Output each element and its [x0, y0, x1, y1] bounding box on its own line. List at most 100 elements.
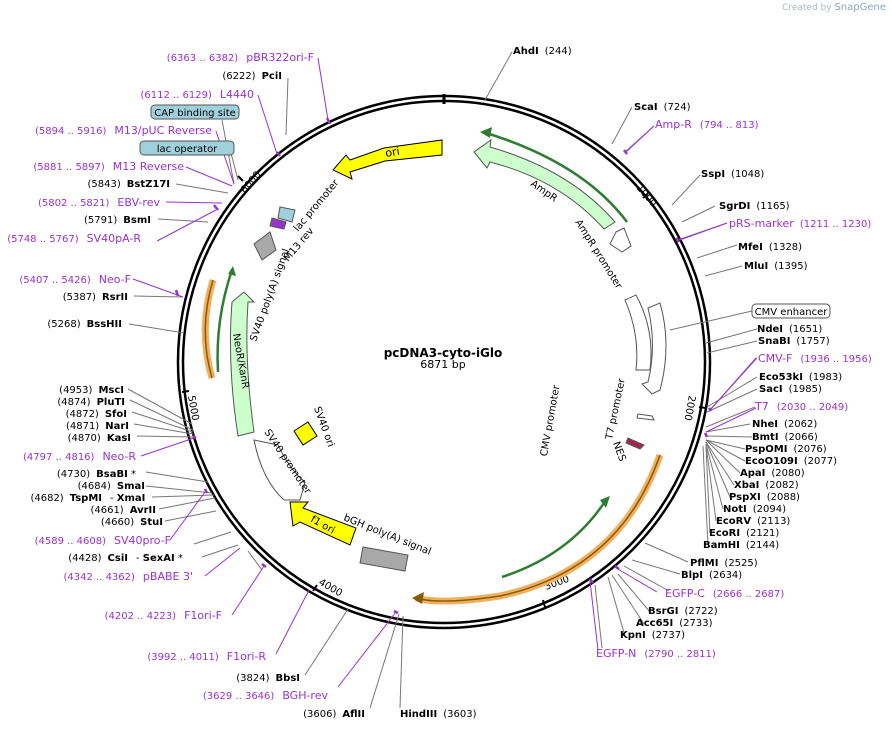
- primer-egfp-n: EGFP-N(2790 .. 2811): [596, 647, 716, 660]
- primer-f1ori-f: (4202 .. 4223)F1ori-F: [105, 609, 222, 622]
- tick-2000: 2000: [682, 394, 707, 421]
- boxed-label: CMV enhancer: [755, 307, 829, 318]
- enzyme-nhei: NheI(2062): [752, 419, 817, 430]
- enzyme-hindiii: HindIII(3603): [400, 709, 477, 720]
- enzyme-aflii: (3606)AflII: [303, 709, 365, 720]
- enzyme-apai: ApaI(2080): [740, 468, 805, 479]
- enzyme-tspmi: (4682)TspMI: [30, 493, 102, 504]
- enzyme-bamhi: BamHI(2144): [703, 540, 779, 551]
- tick-5000: 5000: [181, 390, 200, 422]
- enzyme-noti: NotI(2094): [723, 504, 786, 515]
- tick-label: 1000: [634, 183, 659, 209]
- enzyme-msci: (4953)MscI: [59, 385, 124, 396]
- enzyme-kpni: KpnI(2737): [620, 630, 685, 641]
- primer-sv40pro-f: (4589 .. 4608)SV40pro-F: [35, 534, 171, 547]
- primer-bgh-rev: (3629 .. 3646)BGH-rev: [203, 689, 329, 702]
- enzyme-pspxi: PspXI(2088): [729, 492, 800, 503]
- credit-prefix: Created by: [782, 3, 832, 13]
- primer-ebv-rev: (5802 .. 5821)EBV-rev: [38, 196, 160, 209]
- primer-l4440: (6112 .. 6129)L4440: [140, 88, 254, 101]
- primer-marks: [174, 117, 713, 615]
- primer-egfp-c: EGFP-C(2666 .. 2687): [665, 587, 784, 600]
- enzyme-ecoo109i: EcoO109I(2077): [745, 456, 837, 467]
- boxed-cap-binding-site: CAP binding site: [150, 104, 240, 120]
- boxed-cmv-enhancer: CMV enhancer: [751, 303, 831, 319]
- enzyme-avrii: (4661)AvrII: [90, 505, 156, 516]
- primer-amp-r: Amp-R(794 .. 813): [655, 118, 759, 131]
- feature-ampr-promoter: AmpR promoter: [572, 218, 632, 292]
- primer-m13-puc-reverse: (5894 .. 5916)M13/pUC Reverse: [35, 124, 212, 137]
- tick-label: 6000: [239, 169, 264, 196]
- enzyme-sgrdi: SgrDI(1165): [719, 201, 790, 212]
- enzyme-xbai: XbaI(2082): [734, 480, 799, 491]
- enzyme-snabi: SnaBI(1757): [758, 336, 830, 347]
- enzyme-sspi: SspI(1048): [701, 169, 764, 180]
- feature-neo-track: [201, 266, 236, 379]
- tick-label: 5000: [185, 395, 200, 422]
- primer-neo-r: (4797 .. 4816)Neo-R: [23, 450, 136, 463]
- primer-m13-reverse: (5881 .. 5897)M13 Reverse: [33, 160, 184, 173]
- primer-leaders: [132, 57, 757, 688]
- tick-label: 2000: [682, 394, 697, 421]
- primer-f1ori-r: (3992 .. 4011)F1ori-R: [147, 650, 266, 663]
- snapgene-logo: SnapGene: [834, 2, 886, 13]
- enzyme-pspomi: PspOMI(2076): [745, 444, 827, 455]
- enzyme-labels-left: (4428)CsiI - SexAI * (4660)StuI (4661)Av…: [30, 71, 282, 564]
- feature-ori: ori: [332, 139, 443, 180]
- enzyme-labels-right: AhdI(244) ScaI(724) SspI(1048) SgrDI(116…: [513, 46, 842, 641]
- enzyme-ecorv: EcoRV(2113): [716, 516, 790, 527]
- enzyme-ahdi: AhdI(244): [513, 46, 572, 57]
- enzyme-pcii: (6222)PciI: [222, 71, 282, 82]
- feature-label: lac promoter: [292, 177, 342, 234]
- enzyme-pflmi: PflMI(2525): [690, 558, 758, 569]
- enzyme-stui: (4660)StuI: [101, 517, 163, 528]
- enzyme-bsrgi: BsrGI(2722): [648, 606, 718, 617]
- left-leaders: [127, 77, 404, 709]
- feature-label: AmpR promoter: [572, 218, 624, 292]
- feature-label: SV40 poly(A) signal: [248, 247, 292, 343]
- enzyme-mfei: MfeI(1328): [738, 242, 802, 253]
- primer-t7: T7(2030 .. 2049): [754, 400, 848, 413]
- primer-neo-f: (5407 .. 5426)Neo-F: [19, 273, 131, 286]
- feature-label: SV40 ori: [311, 405, 336, 448]
- primer-pbr322ori-f: (6363 .. 6382)pBR322ori-F: [167, 51, 314, 64]
- feature-sv40-ori: SV40 ori: [293, 405, 336, 449]
- enzyme-nari: (4871)NarI: [66, 421, 129, 432]
- primer-labels: Amp-R(794 .. 813) pRS-marker(1211 .. 123…: [7, 51, 872, 702]
- feature-label: NES: [610, 440, 627, 463]
- enzyme-saci: SacI(1985): [759, 384, 822, 395]
- feature-sv40-polya: SV40 poly(A) signal: [248, 231, 292, 343]
- feature-neor-kanr: NeoR/KanR: [229, 291, 256, 437]
- plasmid-name: pcDNA3-cyto-iGlo: [384, 346, 503, 360]
- enzyme-smai: (4684)SmaI: [78, 481, 145, 492]
- enzyme-kasi: (4870)KasI: [68, 433, 131, 444]
- plasmid-length: 6871 bp: [420, 358, 465, 371]
- boxed-lac-operator: lac operator: [139, 140, 235, 156]
- enzyme-sexai: - SexAI *: [136, 553, 183, 564]
- feature-label: CMV promoter: [539, 384, 562, 458]
- tick-6000: 6000: [237, 169, 264, 196]
- primer-sv40pa-r: (5748 .. 5767)SV40pA-R: [7, 232, 141, 245]
- feature-nes: NES: [610, 437, 645, 463]
- enzyme-bsabi: (4730)BsaBI *: [57, 469, 136, 480]
- enzyme-rsrii: (5387)RsrII: [63, 292, 128, 303]
- feature-bgh-polya: bGH poly(A) signal: [342, 513, 433, 572]
- enzyme-pluti: (4874)PluTI: [57, 397, 125, 408]
- enzyme-ndei: NdeI(1651): [757, 324, 822, 335]
- enzyme-ecori: EcoRI(2121): [709, 528, 779, 539]
- feature-egfp-track: [412, 453, 664, 605]
- primer-cmv-f: CMV-F(1936 .. 1956): [758, 352, 872, 365]
- tick-1000: 1000: [634, 183, 659, 209]
- enzyme-bsshii: (5268)BssHII: [47, 319, 122, 330]
- enzyme-csii: (4428)CsiI: [68, 553, 128, 564]
- enzyme-bmti: BmtI(2066): [752, 432, 818, 443]
- feature-cmv-enhancer: [624, 294, 652, 371]
- primer-prs-marker: pRS-marker(1211 .. 1230): [729, 217, 871, 230]
- enzyme-eco53ki: Eco53kI(1983): [759, 372, 842, 383]
- enzyme-sfoi: (4872)SfoI: [66, 409, 127, 420]
- snapgene-credit: Created by SnapGene: [782, 2, 886, 13]
- enzyme-labels-bottom: HindIII(3603) (3606)AflII (3824)BbsI: [236, 673, 476, 720]
- primer-pbabe3: (4342 .. 4362)pBABE 3': [64, 570, 194, 583]
- enzyme-acc65i: Acc65I(2733): [636, 618, 713, 629]
